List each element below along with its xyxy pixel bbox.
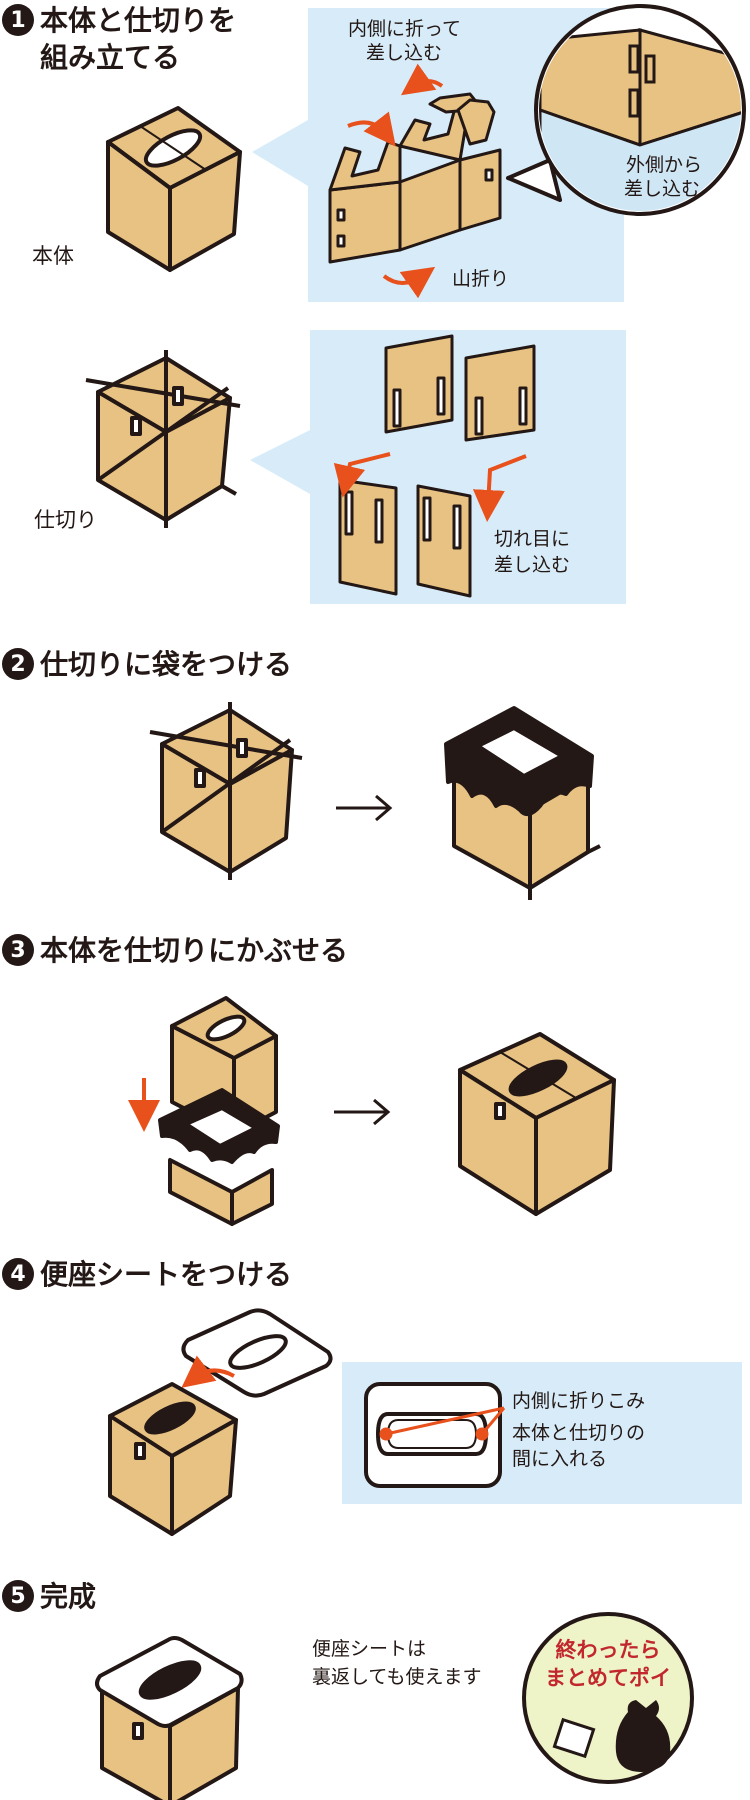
step3-number: 3 xyxy=(2,934,34,966)
between-line1: 本体と仕切りの xyxy=(512,1422,646,1444)
finished-box-illustration xyxy=(95,1636,244,1800)
body-box-illustration xyxy=(106,106,242,272)
outer-insert-line1: 外側から xyxy=(626,154,703,176)
fold-in-label: 内側に折りこみ xyxy=(512,1390,646,1412)
body-label: 本体 xyxy=(32,244,74,268)
body-lowering-illustration xyxy=(158,996,280,1226)
unfolded-body-illustration xyxy=(328,92,502,264)
garbage-bag-icon xyxy=(615,1700,671,1772)
seat-sheet-illustration xyxy=(181,1308,333,1398)
mountain-fold-label: 山折り xyxy=(452,268,510,290)
fold-arrows xyxy=(347,63,444,299)
insert-arrows xyxy=(333,452,527,522)
step4-number: 4 xyxy=(2,1258,34,1290)
inner-fold-line1: 内側に折って xyxy=(348,18,462,40)
body-with-seat-illustration xyxy=(108,1382,238,1536)
partition-with-bag-illustration xyxy=(444,706,601,900)
partition-illustration-step2 xyxy=(149,702,303,880)
slit-insert-line2: 差し込む xyxy=(494,554,571,576)
step4-heading: 4 便座シートをつける xyxy=(2,1256,292,1293)
step4-title: 便座シートをつける xyxy=(40,1258,293,1291)
seat-detail-illustration xyxy=(364,1382,502,1488)
bin-line2: まとめてポイ xyxy=(545,1666,671,1690)
step1-title-line1: 本体と仕切りを xyxy=(40,4,237,37)
reuse-line1: 便座シートは xyxy=(312,1638,427,1660)
bin-line1: 終わったら xyxy=(555,1638,661,1662)
arrow-right-icon xyxy=(336,794,393,822)
between-line2: 間に入れる xyxy=(512,1448,608,1470)
step3-heading: 3 本体を仕切りにかぶせる xyxy=(2,932,348,969)
step1-heading: 1 本体と仕切りを 組み立てる xyxy=(2,2,236,76)
partition-illustration xyxy=(85,350,241,528)
trash-circle xyxy=(522,1612,694,1784)
step1-title-line2: 組み立てる xyxy=(40,41,181,74)
arrow-right-icon xyxy=(334,1098,391,1126)
step5-heading: 5 完成 xyxy=(2,1578,96,1615)
step3-title: 本体を仕切りにかぶせる xyxy=(40,934,349,967)
callout-lines xyxy=(379,1406,506,1441)
step5-number: 5 xyxy=(2,1580,34,1612)
inner-fold-line2: 差し込む xyxy=(366,42,443,64)
slit-insert-line1: 切れ目に xyxy=(494,528,571,550)
partition-pieces xyxy=(338,334,536,598)
zoom-detail-circle xyxy=(506,4,746,216)
step2-number: 2 xyxy=(2,648,34,680)
outer-insert-line2: 差し込む xyxy=(624,178,701,200)
step1-number: 1 xyxy=(2,4,34,36)
step5-title: 完成 xyxy=(40,1580,97,1613)
step2-title: 仕切りに袋をつける xyxy=(40,648,293,681)
attach-arrow xyxy=(181,1355,235,1388)
step2-heading: 2 仕切りに袋をつける xyxy=(2,646,292,683)
used-sheet-icon xyxy=(552,1717,596,1759)
reuse-line2: 裏返しても使えます xyxy=(312,1666,482,1688)
assembled-body-illustration xyxy=(458,1032,616,1216)
partition-label: 仕切り xyxy=(34,508,97,532)
